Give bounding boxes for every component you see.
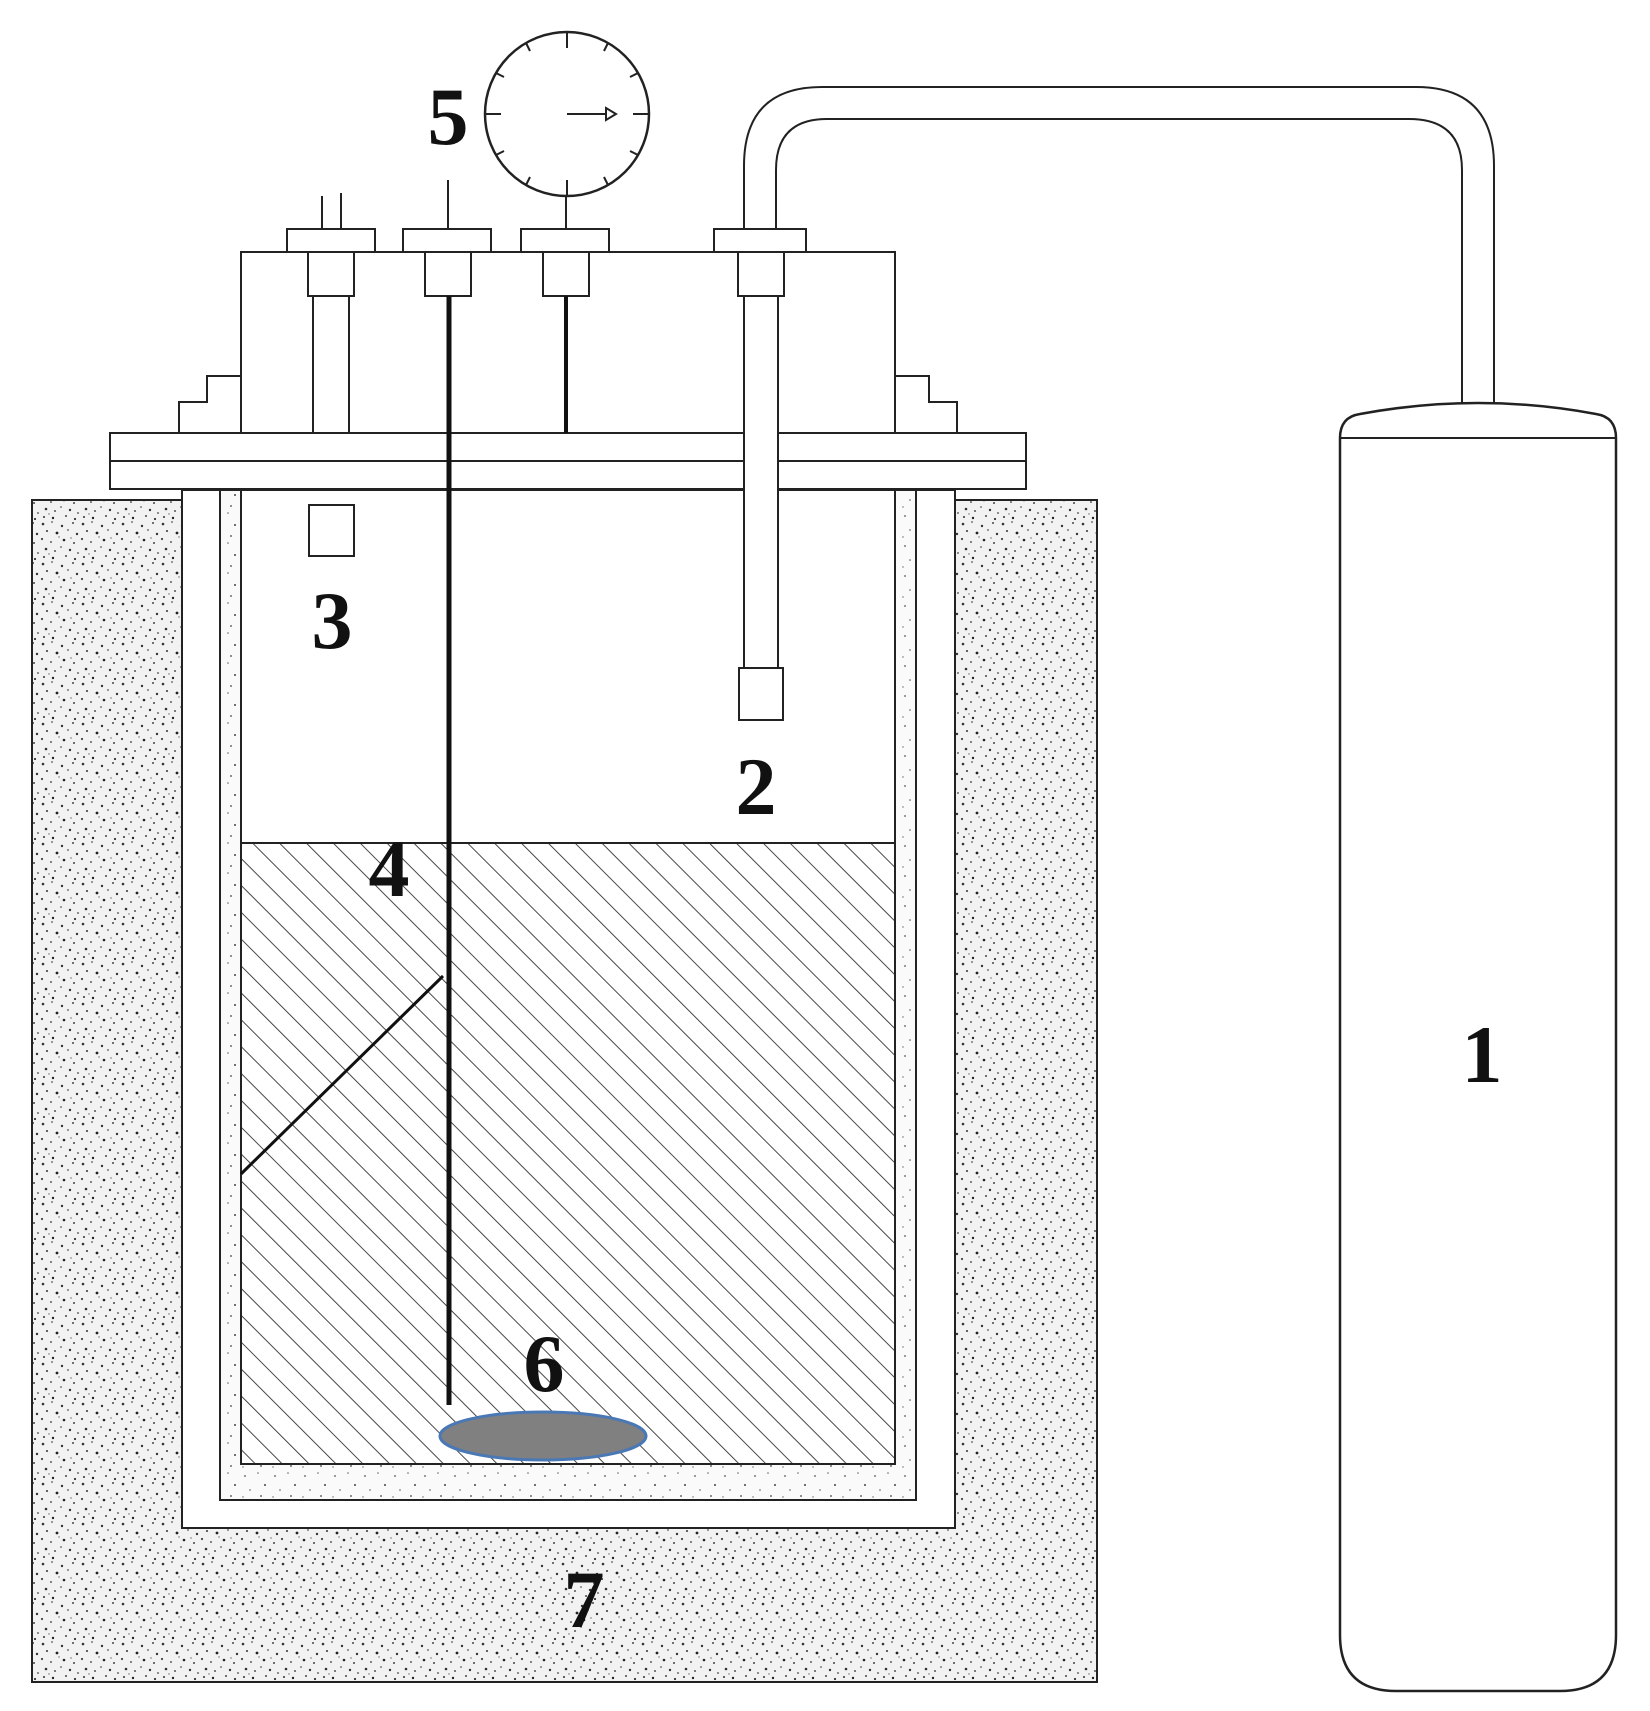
- gas-cylinder: [1338, 401, 1618, 1693]
- molten-bath: [239, 842, 896, 1465]
- thermocouple: [446, 180, 452, 1405]
- label-gas-outlet: 3: [312, 575, 353, 666]
- gas-inlet-tube: [738, 86, 1495, 721]
- sample: [438, 1410, 648, 1462]
- label-sample: 6: [524, 1318, 565, 1409]
- head-fittings: [286, 228, 807, 297]
- label-gas-inlet: 2: [736, 741, 777, 832]
- label-gas-cylinder: 1: [1462, 1009, 1503, 1100]
- label-thermocouple: 4: [369, 823, 410, 914]
- label-pressure-gauge: 5: [428, 71, 469, 162]
- gas-outlet-tube: [308, 193, 355, 557]
- pressure-gauge: [483, 30, 651, 433]
- label-furnace: 7: [564, 1554, 605, 1645]
